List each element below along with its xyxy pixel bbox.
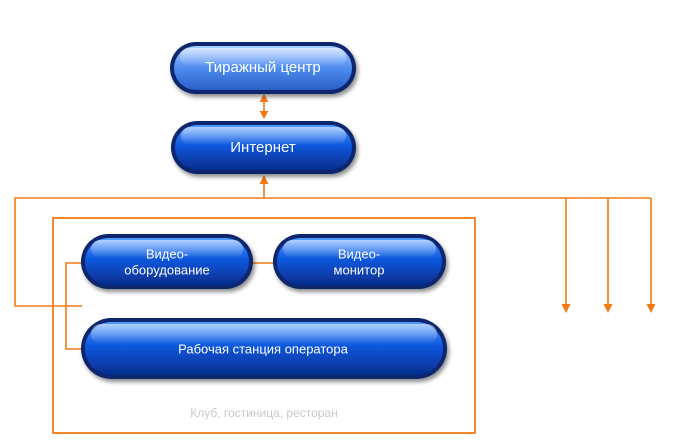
venue-container xyxy=(52,217,476,434)
node-operator-workstation[interactable] xyxy=(81,318,447,379)
drop-1-arrow xyxy=(561,304,571,313)
drop-2-arrow xyxy=(603,304,613,313)
node-video-equipment[interactable] xyxy=(81,234,253,289)
video-equipment-label-line1: Видео- xyxy=(146,246,188,261)
connectors xyxy=(14,94,656,350)
arrow-up-to-internet xyxy=(259,175,269,184)
arrow-down-to-internet xyxy=(259,111,269,119)
drop-3-arrow xyxy=(646,304,656,313)
operator-workstation-label: Рабочая станция оператора xyxy=(178,341,349,356)
bus-left xyxy=(14,197,264,307)
node-print-center[interactable] xyxy=(170,42,356,94)
venue-caption: Клуб, гостиница, ресторан xyxy=(190,406,338,420)
video-equipment-label-line2: оборудование xyxy=(124,262,210,277)
internet-label: Интернет xyxy=(230,139,296,156)
node-video-monitor[interactable] xyxy=(273,234,446,289)
link-video-equipment-workstation xyxy=(65,262,82,350)
video-monitor-label-line2: монитор xyxy=(334,262,385,277)
node-internet[interactable] xyxy=(171,121,356,174)
video-monitor-label-line1: Видео- xyxy=(338,246,380,261)
arrow-up-to-center xyxy=(259,94,269,102)
print-center-label: Тиражный центр xyxy=(205,59,320,76)
